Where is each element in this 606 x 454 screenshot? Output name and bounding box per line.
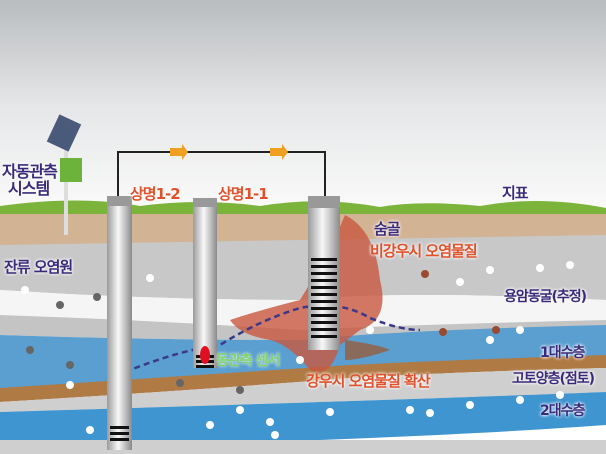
aquifer-2-label: 2대수층 [540,403,585,419]
monitoring-pole [46,114,82,235]
well-injection[interactable] [308,196,340,350]
clay-layer-label: 고토양층(점토) [512,371,595,387]
clay-layer [0,355,606,402]
sensor-label: 동관측 센서 [216,353,280,369]
sky [0,0,606,215]
rain-diffusion-label: 강우시 오염물질 확산 [306,372,431,390]
flow-boundary [124,304,421,374]
sinkhole-label: 숨골 [374,220,401,238]
data-line [117,151,326,197]
well-1-2-label: 상명1-2 [130,185,181,203]
surface-label: 지표 [502,184,529,202]
grass [0,200,606,214]
dry-pollutant-label: 비강우시 오염물질 [370,242,478,260]
aquifer-2 [0,392,606,450]
gray-layer [0,235,606,300]
pore-dots [21,261,574,439]
lava-cave-label: 용암동굴(추정) [504,289,587,305]
well-1-1-label: 상명1-1 [218,185,269,203]
well-sangmyeong-1-1[interactable] [193,198,217,368]
well-sangmyeong-1-2[interactable] [107,196,132,450]
contaminant-plume [230,215,383,373]
contaminant-dots [26,293,244,394]
residual-source-label: 잔류 오염원 [4,258,73,276]
aquifer-1-label: 1대수층 [540,345,585,361]
gray-layer-3 [0,368,606,412]
flow-arrows [170,144,288,160]
